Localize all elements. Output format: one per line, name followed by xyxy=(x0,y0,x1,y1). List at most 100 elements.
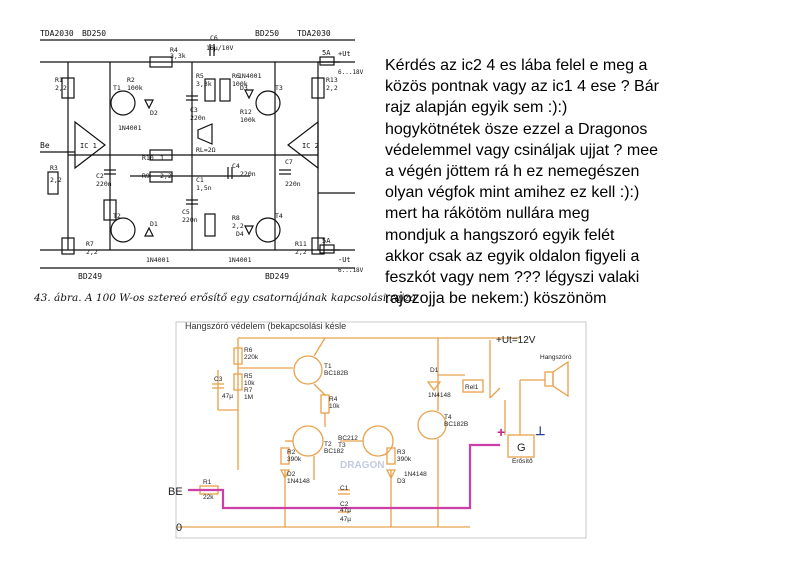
part-label: T4 xyxy=(444,414,452,421)
part-label: BC182B xyxy=(324,370,348,377)
component-label: 1N4001 xyxy=(146,256,170,264)
component-label: R13 xyxy=(326,76,338,84)
part-label: C2 xyxy=(340,501,349,508)
part-label: 1N4148 xyxy=(404,471,427,478)
question-line: rajozojja be nekem:) köszönöm xyxy=(385,290,607,308)
part-label: D3 xyxy=(397,478,406,485)
component-label: 2,2 xyxy=(160,172,172,180)
component-label: C6 xyxy=(210,34,218,42)
component-label: 2,2 xyxy=(232,222,244,230)
component-label: 2,2 xyxy=(86,248,98,256)
part-label: R2 xyxy=(287,449,296,456)
component-label: 100k xyxy=(232,80,248,88)
component-label: D1 xyxy=(150,220,158,228)
supply-label: -Ut xyxy=(338,256,351,264)
part-label: R3 xyxy=(397,449,406,456)
question-line: mert ha rákötöm nullára meg xyxy=(385,205,590,223)
ground-label: 0 xyxy=(176,522,182,534)
component-label: D2 xyxy=(150,109,158,117)
component-label: C5 xyxy=(182,208,190,216)
part-label: BC182 xyxy=(324,448,344,455)
question-line: közös pontnak vagy az ic1 4 ese ? Bár xyxy=(385,78,659,96)
component-label: 220n xyxy=(285,180,301,188)
part-label: 1N4148 xyxy=(287,478,310,485)
supply-label: +Ut=12V xyxy=(496,335,536,346)
component-label: 220n xyxy=(96,180,112,188)
ic-label: IC 1 xyxy=(80,142,97,150)
question-line: rajz alapján egyik sem :):) xyxy=(385,99,568,117)
question-line: mondjuk a hangszoró egyik felét xyxy=(385,226,615,244)
component-label: 100k xyxy=(127,84,143,92)
amplifier-label: Erősítő xyxy=(512,458,533,465)
component-label: C2 xyxy=(96,172,104,180)
part-label: R7 xyxy=(244,387,253,394)
component-label: 100k xyxy=(240,116,256,124)
component-label: C4 xyxy=(232,162,240,170)
part-label: BC182B xyxy=(444,421,468,428)
part-label: 10k xyxy=(244,380,255,387)
input-label: Be xyxy=(40,141,50,150)
fuse-label: 5A xyxy=(322,237,331,245)
question-line: a végén jöttem rá h ez nemegészen xyxy=(385,163,640,181)
component-label: T3 xyxy=(275,84,283,92)
question-line: akkor csak az egyik oldalon figyeli a xyxy=(385,247,640,265)
component-label: R10 xyxy=(142,154,154,162)
component-label: 220n xyxy=(190,114,206,122)
component-label: C1 xyxy=(196,176,204,184)
part-label: BC212 xyxy=(338,435,358,442)
component-label: R12 xyxy=(240,108,252,116)
speaker-label: Hangszóró xyxy=(540,354,572,361)
question-line: hogykötnétek ösze ezzel a Dragonos xyxy=(385,120,648,138)
part-label: 47µ xyxy=(222,393,233,400)
part-label: 22k xyxy=(203,494,214,501)
component-label: RL=2Ω xyxy=(196,146,216,154)
part-label: 220k xyxy=(244,354,259,361)
component-label: T4 xyxy=(275,212,283,220)
amplifier-letter: G xyxy=(517,442,526,454)
part-label: T3 xyxy=(338,442,346,449)
part-label: 10k xyxy=(329,403,340,410)
component-label: T2 xyxy=(113,212,121,220)
component-label: R11 xyxy=(295,240,307,248)
component-label: R8 xyxy=(232,214,240,222)
question-line: védelemmel vagy csináljak ujjat ? mee xyxy=(385,141,659,159)
component-label: 3,3k xyxy=(196,80,212,88)
component-label: 3,3k xyxy=(170,52,186,60)
fuse-label: 5A xyxy=(322,49,331,57)
part-label: 390k xyxy=(287,456,302,463)
component-label: 2,2 xyxy=(295,248,307,256)
component-label: 1N4001 xyxy=(238,72,262,80)
part-label: D2 xyxy=(287,471,296,478)
supply-label: +Ut xyxy=(338,50,351,58)
chip-label: BD250 xyxy=(82,29,106,38)
component-label: R6 xyxy=(232,72,240,80)
watermark-text: DRAGON xyxy=(340,460,384,471)
component-label: R9 xyxy=(142,172,150,180)
part-label: T1 xyxy=(324,363,332,370)
part-label: R6 xyxy=(244,347,253,354)
part-label: T2 xyxy=(324,441,332,448)
chip-label: BD250 xyxy=(255,29,279,38)
component-label: 1N4001 xyxy=(118,124,142,132)
component-label: D3 xyxy=(240,84,248,92)
question-line: feszkót vagy nem ??? légyszi valaki xyxy=(385,269,640,287)
question-line: olyan végfok mint amihez ez kell :):) xyxy=(385,184,640,202)
chip-label: TDA2030 xyxy=(40,29,74,38)
component-label: 1N4001 xyxy=(228,256,252,264)
component-label: C7 xyxy=(285,158,293,166)
part-label: 1N4148 xyxy=(428,392,451,399)
supply-label: 6...18V xyxy=(338,69,364,76)
part-label: 1M xyxy=(244,394,253,401)
transistor-type-label: BD249 xyxy=(265,272,289,281)
supply-label: 6...18V xyxy=(338,267,364,274)
part-label: 47µ xyxy=(340,516,351,523)
component-label: 2,2 xyxy=(55,84,67,92)
relay-label: Rel1 xyxy=(465,384,479,391)
component-label: 2,2 xyxy=(326,84,338,92)
part-label: 47µ xyxy=(340,507,351,514)
component-label: 1 xyxy=(160,154,164,162)
component-label: D4 xyxy=(236,230,244,238)
component-label: R3 xyxy=(50,164,58,172)
schematic-caption: 43. ábra. A 100 W-os sztereó erősítő egy… xyxy=(34,292,416,304)
component-label: R2 xyxy=(127,76,135,84)
